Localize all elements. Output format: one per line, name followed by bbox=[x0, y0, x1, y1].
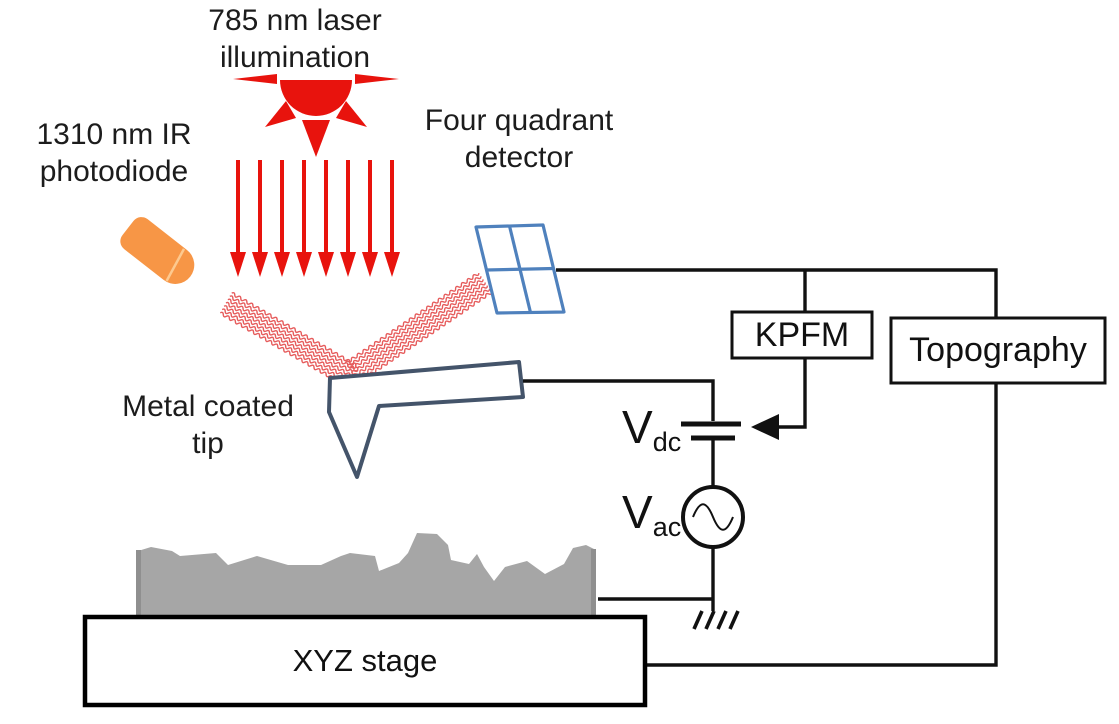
xyz-stage-label: XYZ stage bbox=[292, 643, 438, 678]
stage-topography-wire bbox=[645, 383, 998, 667]
ac-source-sine-icon bbox=[681, 485, 745, 549]
ir-photodiode-icon bbox=[120, 217, 195, 284]
ground-icon bbox=[692, 610, 740, 630]
four-quadrant-detector-icon bbox=[474, 223, 566, 315]
xyz-stage-box bbox=[82, 614, 648, 708]
laser-label: 785 nm laser illumination bbox=[145, 2, 445, 76]
metal-tip-label-line1: Metal coated bbox=[122, 390, 294, 423]
kpfm-feedback-wire bbox=[779, 358, 807, 429]
laser-sun-icon bbox=[233, 74, 399, 157]
vdc-label: Vdc bbox=[622, 404, 681, 465]
kpfm-feedback-arrow-icon bbox=[751, 414, 779, 440]
vac-subscript: ac bbox=[652, 512, 682, 542]
metal-tip-label-line2: tip bbox=[192, 427, 224, 460]
topography-box bbox=[889, 316, 1107, 385]
kpfm-box-label: KPFM bbox=[754, 315, 850, 354]
cantilever-tip-icon bbox=[327, 360, 525, 479]
photodiode-label-line1: 1310 nm IR bbox=[36, 118, 192, 151]
laser-beam-arrows-icon bbox=[228, 158, 402, 279]
kpfm-box bbox=[730, 310, 874, 360]
laser-label-line1: 785 nm laser bbox=[208, 4, 382, 37]
detector-label: Four quadrant detector bbox=[394, 102, 644, 176]
vdc-symbol: V bbox=[622, 401, 653, 453]
laser-label-line2: illumination bbox=[219, 41, 371, 74]
detector-label-line1: Four quadrant bbox=[424, 104, 614, 137]
photodiode-label: 1310 nm IR photodiode bbox=[0, 116, 228, 190]
scattered-ir-waves-icon bbox=[219, 273, 493, 388]
metal-tip-label: Metal coated tip bbox=[83, 388, 333, 462]
rough-sample-shape bbox=[136, 533, 596, 617]
detector-label-line2: detector bbox=[464, 141, 574, 174]
detector-signal-wire bbox=[556, 268, 998, 318]
topography-box-label: Topography bbox=[909, 331, 1087, 369]
vdc-subscript: dc bbox=[652, 427, 682, 457]
vac-symbol: V bbox=[622, 486, 653, 538]
tip-bias-wire bbox=[523, 379, 715, 421]
photodiode-label-line2: photodiode bbox=[39, 155, 189, 188]
vac-label: Vac bbox=[622, 489, 681, 550]
